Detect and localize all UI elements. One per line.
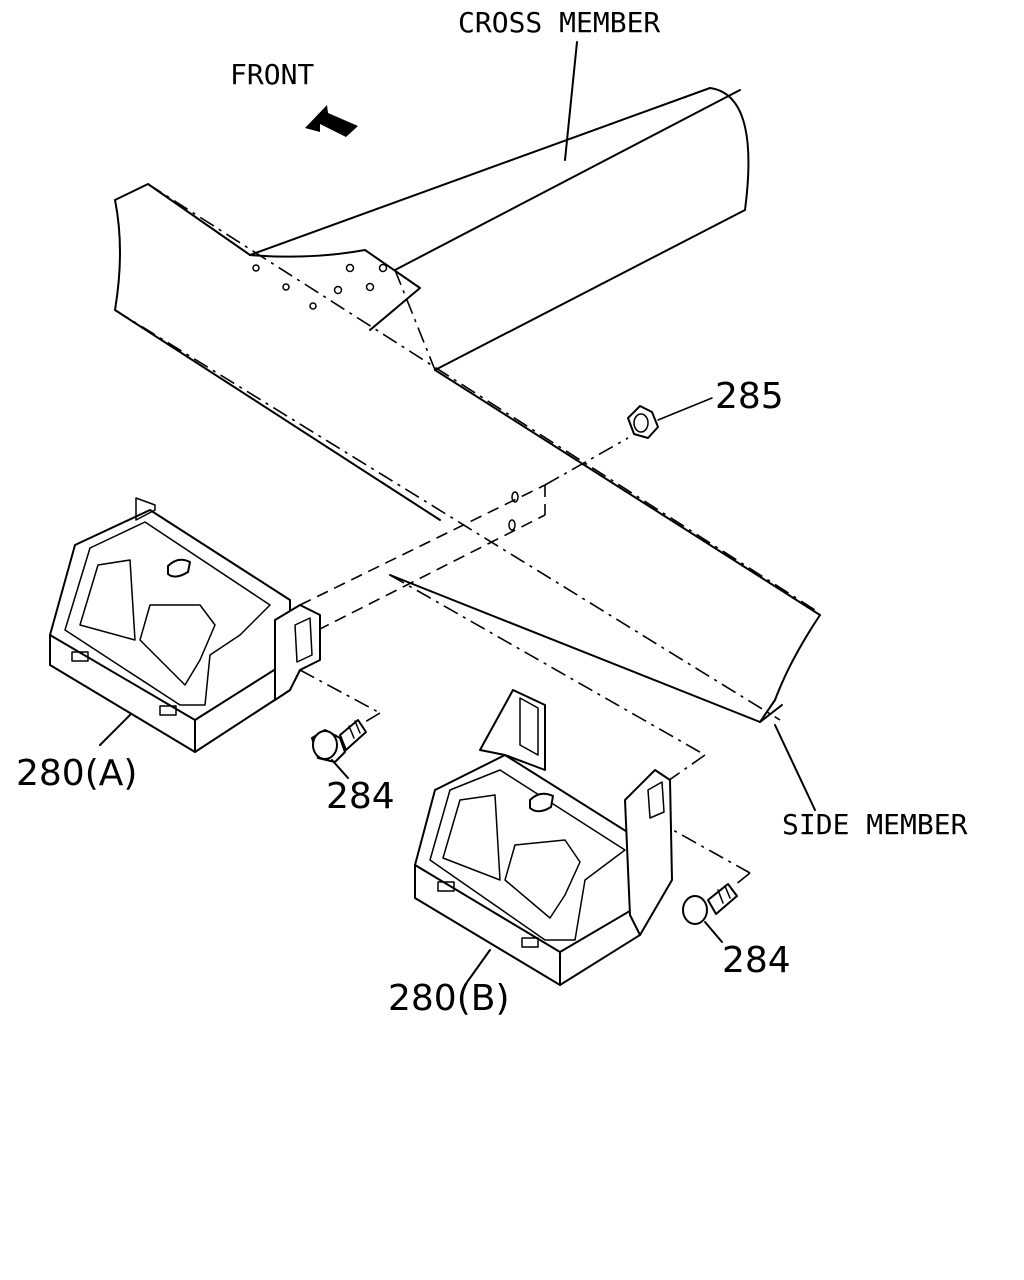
cross-member [249, 41, 750, 371]
side-member [114, 183, 821, 811]
callout-280-a: 280(A) [16, 753, 137, 794]
mounting-holes [252, 263, 519, 531]
bracket-280b [414, 689, 673, 986]
cross-member-label: CROSS MEMBER [458, 6, 660, 39]
nut-285 [627, 397, 713, 439]
front-arrow-icon [305, 105, 358, 137]
assembly-lines [114, 183, 816, 886]
callout-284-b: 284 [722, 940, 791, 981]
front-label: FRONT [230, 58, 314, 91]
callout-285: 285 [715, 376, 784, 417]
bolt-284b [682, 883, 738, 943]
side-member-label: SIDE MEMBER [782, 808, 968, 841]
callout-280-b: 280(B) [388, 978, 510, 1019]
callout-284-a: 284 [326, 776, 395, 817]
bolt-284a [311, 719, 367, 779]
bracket-280a [49, 497, 321, 753]
